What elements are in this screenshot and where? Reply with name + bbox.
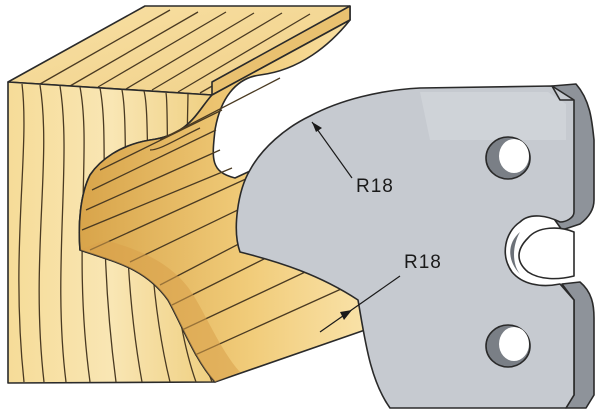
wood-workpiece xyxy=(7,5,366,384)
knife-bevel xyxy=(551,85,574,101)
radius-label-lower: R18 xyxy=(404,252,442,273)
knife-hole-lower xyxy=(485,324,531,368)
arrowhead-lower xyxy=(340,310,352,320)
knife-notch xyxy=(518,227,575,280)
knife-notch-shade xyxy=(510,232,520,274)
knife-face-highlight xyxy=(420,92,566,140)
profile-knife xyxy=(235,83,595,409)
dimension-upper: R18 xyxy=(311,121,394,197)
dimension-lower: R18 xyxy=(319,252,442,333)
radius-label-upper: R18 xyxy=(356,176,394,197)
arrowhead-upper xyxy=(312,122,322,132)
knife-hole-upper xyxy=(485,136,531,180)
wood-shadow-band xyxy=(80,240,240,382)
